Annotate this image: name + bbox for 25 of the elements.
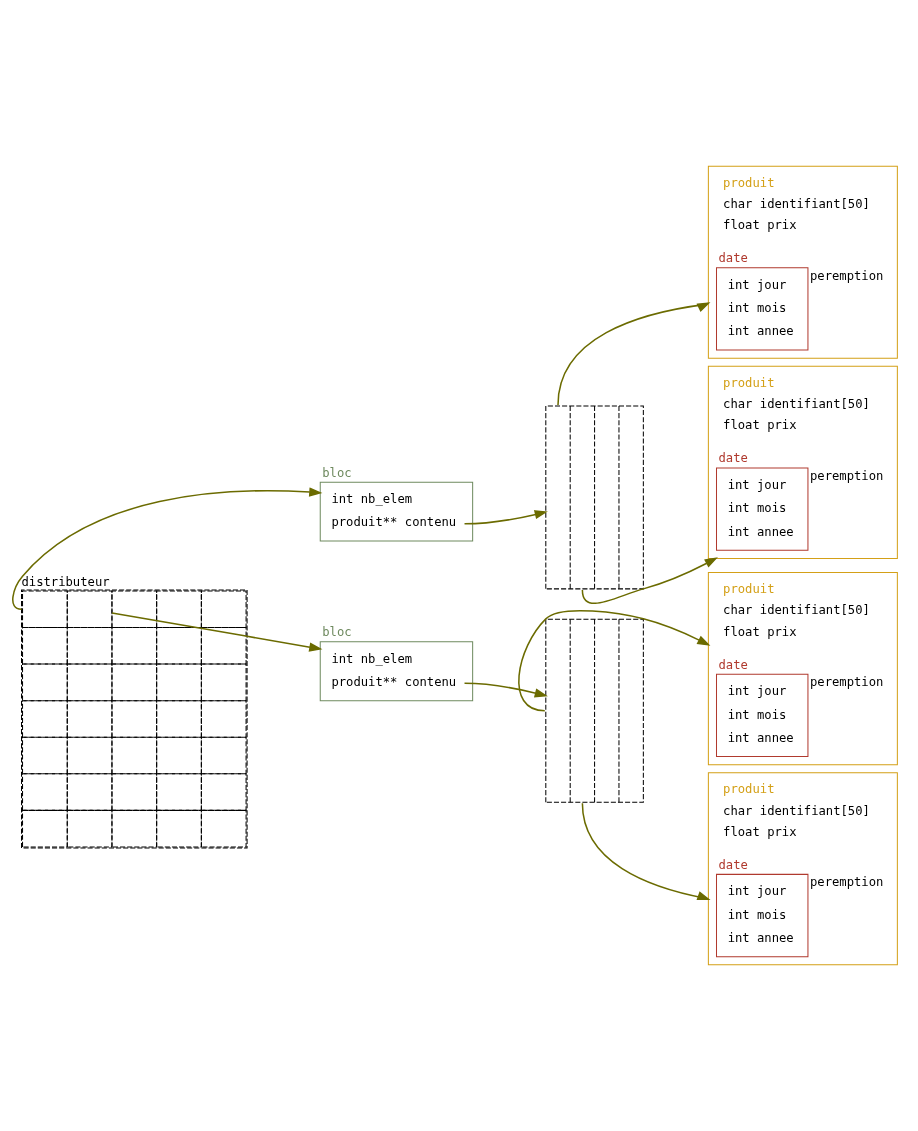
node-label: peremption bbox=[809, 268, 884, 283]
arrow bbox=[581, 557, 718, 604]
arrow bbox=[581, 802, 711, 900]
arrow bbox=[12, 487, 323, 610]
node-label: date bbox=[718, 451, 748, 466]
node-label: peremption bbox=[809, 468, 884, 483]
node-box: int nb_elem produit** contenu bbox=[319, 641, 474, 702]
node-label: distributeur bbox=[21, 575, 110, 590]
node-box: int jour int mois int annee bbox=[716, 467, 809, 551]
node-box: int nb_elem produit** contenu bbox=[319, 481, 474, 542]
node-label: peremption bbox=[809, 875, 884, 890]
node-label: date bbox=[718, 657, 748, 672]
node-box: int jour int mois int annee bbox=[716, 267, 809, 351]
arrow bbox=[463, 682, 548, 698]
node-label: bloc bbox=[322, 625, 352, 640]
arrow bbox=[111, 612, 323, 652]
node-label: date bbox=[718, 857, 748, 872]
arrow bbox=[557, 302, 711, 406]
node-label: date bbox=[718, 251, 748, 266]
node-box: int jour int mois int annee bbox=[716, 673, 809, 758]
arrow bbox=[518, 609, 711, 712]
node-box: int jour int mois int annee bbox=[716, 873, 809, 958]
node-label: peremption bbox=[809, 675, 884, 689]
arrow bbox=[463, 510, 548, 525]
node-label: bloc bbox=[322, 465, 352, 480]
